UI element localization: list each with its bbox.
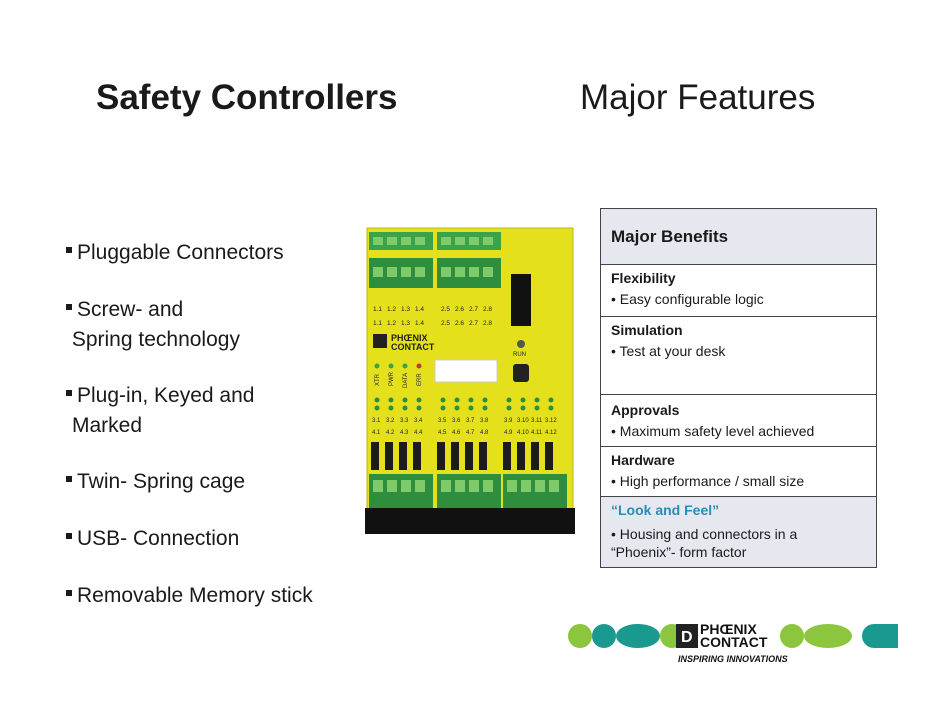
memory-stick-slot [511, 274, 531, 326]
terminal-label: 4.8 [480, 430, 489, 436]
terminal-label: 2.6 [455, 306, 464, 313]
feature-text: Plug-in, Keyed and [77, 384, 255, 407]
terminal-label: 3.8 [480, 418, 489, 424]
feature-item: Removable Memory stick [66, 581, 313, 611]
terminal-label: 3.4 [414, 418, 423, 424]
terminal-label: 3.7 [466, 418, 475, 424]
led-label: PWR [389, 371, 395, 386]
run-label: RUN [513, 352, 526, 358]
logo-text: PHŒNIX [700, 621, 757, 637]
benefit-title: Approvals [611, 402, 680, 418]
benefit-text: “Phoenix”- form factor [611, 544, 747, 560]
feature-item: Plug-in, Keyed and Marked [66, 381, 254, 441]
led-label: DATA [403, 373, 409, 388]
slide-title: Safety Controllers [96, 78, 398, 117]
terminal-label: 4.10 [517, 430, 529, 436]
benefit-row: Simulation • Test at your desk [601, 317, 876, 395]
terminal-label: 4.12 [545, 430, 557, 436]
terminal-label: 2.5 [441, 320, 450, 327]
terminal-label: 1.1 [373, 306, 382, 313]
benefit-row: Flexibility • Easy configurable logic [601, 265, 876, 317]
bullet-square-icon [66, 247, 72, 254]
label-field [434, 359, 498, 383]
terminal-label: 3.6 [452, 418, 461, 424]
bullet-square-icon [66, 533, 72, 540]
terminal-label: 4.6 [452, 430, 461, 436]
led-label: XTR [375, 373, 381, 386]
terminal-label: 4.11 [531, 430, 543, 436]
feature-text: Screw- and [77, 298, 184, 321]
benefit-text: • Test at your desk [611, 343, 726, 359]
benefit-row: Approvals • Maximum safety level achieve… [601, 395, 876, 447]
feature-text: Pluggable Connectors [77, 241, 284, 264]
terminal-label: 4.2 [386, 430, 395, 436]
benefit-text: • Housing and connectors in a [611, 526, 798, 542]
logo-tagline: INSPIRING INNOVATIONS [678, 654, 788, 664]
feature-item: Twin- Spring cage [66, 467, 245, 497]
benefit-row: Hardware • High performance / small size [601, 447, 876, 497]
terminal-label: 3.11 [531, 418, 543, 424]
terminal-label: 4.4 [414, 430, 423, 436]
benefit-title: Hardware [611, 452, 675, 468]
terminal-label: 4.5 [438, 430, 447, 436]
terminal-label: 1.3 [401, 306, 410, 313]
feature-text: Removable Memory stick [77, 584, 313, 607]
terminal-label: 2.7 [469, 306, 478, 313]
device-brand: CONTACT [391, 342, 435, 352]
terminal-label: 3.12 [545, 418, 557, 424]
device-brand: PHŒNIX [391, 333, 428, 343]
feature-text: Twin- Spring cage [77, 470, 246, 493]
benefit-title: “Look and Feel” [611, 502, 720, 518]
benefits-header-label: Major Benefits [611, 227, 729, 246]
terminal-label: 4.9 [504, 430, 513, 436]
terminal-label: 4.1 [372, 430, 381, 436]
svg-text:D: D [681, 629, 693, 646]
terminal-label: 3.10 [517, 418, 529, 424]
terminal-label: 2.7 [469, 320, 478, 327]
terminal-label: 2.6 [455, 320, 464, 327]
feature-text-line2: Marked [72, 414, 143, 437]
terminal-label: 4.7 [466, 430, 475, 436]
feature-item: USB- Connection [66, 524, 239, 554]
terminal-label: 2.8 [483, 320, 492, 327]
terminal-label: 4.3 [400, 430, 409, 436]
feature-text-line2: Spring technology [66, 328, 240, 351]
benefits-header: Major Benefits [601, 209, 876, 265]
bullet-square-icon [66, 590, 72, 597]
benefit-title: Flexibility [611, 270, 676, 286]
terminal-label: 3.9 [504, 418, 513, 424]
terminal-label: 1.3 [401, 320, 410, 327]
feature-item: Screw- and Spring technology [66, 295, 240, 355]
terminal-label: 1.2 [387, 320, 396, 327]
benefits-table: Major Benefits Flexibility • Easy config… [600, 208, 877, 568]
terminal-label: 3.5 [438, 418, 447, 424]
feature-text: USB- Connection [77, 527, 240, 550]
terminal-label: 1.4 [415, 320, 424, 327]
benefit-row-highlight: “Look and Feel” • Housing and connectors… [601, 497, 876, 567]
terminal-label: 3.3 [400, 418, 409, 424]
terminal-label: 3.2 [386, 418, 395, 424]
terminal-label: 1.1 [373, 320, 382, 327]
benefit-title: Simulation [611, 322, 683, 338]
benefit-text: • Easy configurable logic [611, 291, 764, 307]
led-label: ERR [417, 373, 423, 386]
terminal-label: 3.1 [372, 418, 381, 424]
terminal-label: 2.5 [441, 306, 450, 313]
usb-port [513, 364, 529, 382]
bullet-square-icon [66, 476, 72, 483]
phoenix-contact-logo: D PHŒNIX CONTACT INSPIRING INNOVATIONS [566, 620, 906, 668]
terminal-label: 1.2 [387, 306, 396, 313]
feature-item: Pluggable Connectors [66, 238, 284, 268]
terminal-label: 1.4 [415, 306, 424, 313]
bullet-square-icon [66, 304, 72, 311]
safety-controller-image: 1.1 1.2 1.3 1.4 2.5 2.6 2.7 2.8 1.1 1.2 … [363, 210, 577, 534]
bullet-square-icon [66, 390, 72, 397]
benefit-text: • Maximum safety level achieved [611, 423, 815, 439]
benefit-text: • High performance / small size [611, 473, 805, 489]
slide-subtitle: Major Features [580, 78, 816, 117]
terminal-label: 2.8 [483, 306, 492, 313]
logo-text: CONTACT [700, 634, 768, 650]
